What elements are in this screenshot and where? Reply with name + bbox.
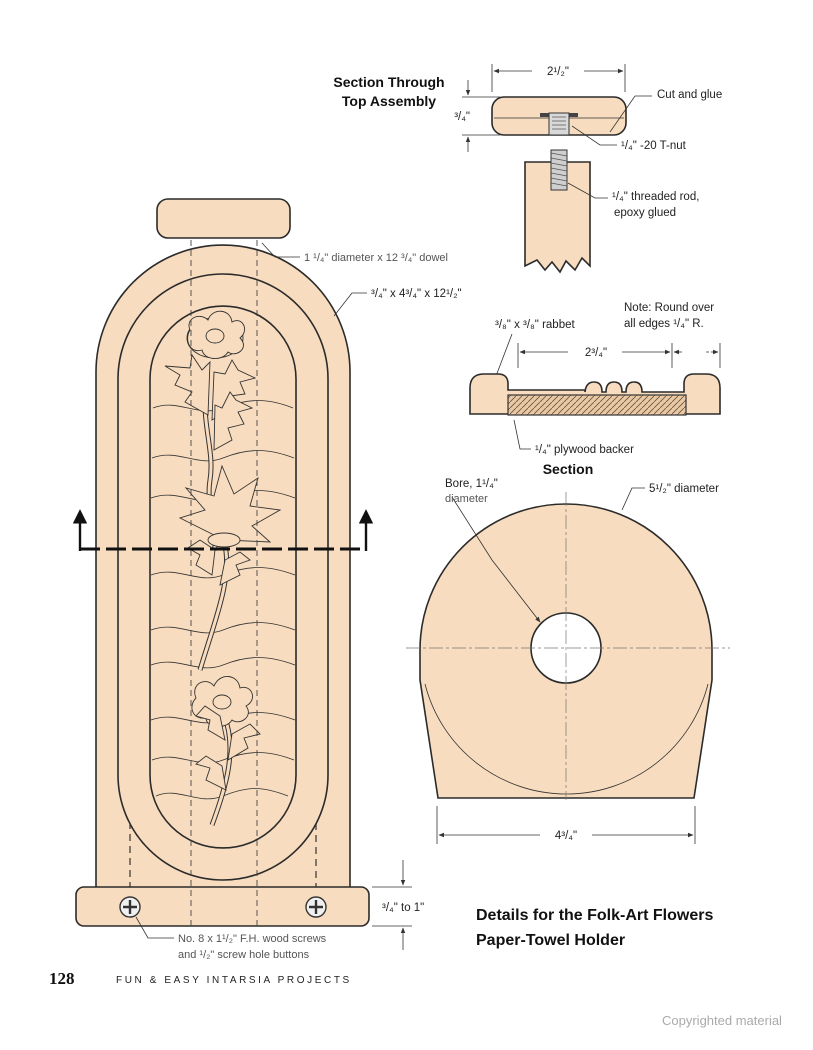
front-top-cap bbox=[156, 198, 291, 239]
side-circle-hidden-arc bbox=[424, 683, 709, 795]
threaded-rod-label-line1: ¹/₄" threaded rod, bbox=[612, 191, 699, 203]
dowel-stub bbox=[524, 161, 591, 274]
running-title: FUN & EASY INTARSIA PROJECTS bbox=[116, 975, 352, 986]
top-width-dim: 2¹/₂" bbox=[547, 66, 569, 78]
page-number: 128 bbox=[49, 969, 75, 988]
screw-button-right bbox=[305, 896, 327, 918]
leaf-6 bbox=[195, 705, 226, 741]
plywood-backer bbox=[507, 394, 687, 416]
caption-line1: Details for the Folk-Art Flowers bbox=[476, 907, 713, 924]
section-width-dim: 2³/₄" bbox=[585, 347, 607, 359]
cut-glue-label: Cut and glue bbox=[657, 89, 722, 101]
section-title: Section bbox=[543, 461, 594, 477]
threaded-rod-label-line2: epoxy glued bbox=[614, 207, 676, 219]
note-line1: Note: Round over bbox=[624, 302, 714, 314]
leaf-7 bbox=[227, 723, 261, 761]
copyright-watermark: Copyrighted material bbox=[662, 1013, 782, 1028]
top-assembly-title-line2: Top Assembly bbox=[342, 93, 436, 109]
board-size-label: ³/₄" x 4³/₄" x 12¹/₂" bbox=[371, 288, 462, 300]
top-rose bbox=[186, 310, 245, 359]
bore-label-line2: diameter bbox=[445, 493, 488, 505]
backer-label: ¹/₄" plywood backer bbox=[535, 444, 634, 456]
leaf-3 bbox=[213, 391, 254, 451]
leaf-8 bbox=[195, 755, 227, 791]
leaf-1 bbox=[164, 353, 211, 416]
middle-daisy bbox=[178, 464, 282, 548]
section-view: Note: Round over all edges ¹/₄" R. ³/₈" … bbox=[469, 302, 721, 477]
front-view: 1 ¹/₄" diameter x 12 ³/₄" dowel ³/₄" x 4… bbox=[72, 198, 462, 961]
threaded-rod bbox=[550, 149, 568, 191]
folk-art-flower-motif bbox=[164, 310, 282, 826]
base-height-dim: ³/₄" to 1" bbox=[382, 902, 424, 914]
top-height-dim: ³/₄" bbox=[454, 111, 470, 123]
tnut-label: ¹/₄" -20 T-nut bbox=[621, 140, 687, 152]
screw-button-left bbox=[119, 896, 141, 918]
bore-label-line1: Bore, 1¹/₄" bbox=[445, 478, 498, 490]
note-line2: all edges ¹/₄" R. bbox=[624, 318, 704, 330]
caption-line2: Paper-Towel Holder bbox=[476, 932, 625, 949]
top-assembly-section: Section Through Top Assembly 2¹/₂" ³/₄" … bbox=[333, 64, 722, 274]
side-width-dim: 4³/₄" bbox=[555, 830, 577, 842]
front-base bbox=[75, 886, 370, 927]
screws-label-line2: and ¹/₂" screw hole buttons bbox=[178, 949, 310, 961]
top-assembly-title-line1: Section Through bbox=[333, 74, 444, 90]
rabbet-label: ³/₈" x ³/₈" rabbet bbox=[495, 319, 575, 331]
side-view: Bore, 1¹/₄" diameter 5¹/₂" diameter 4³/₄… bbox=[406, 478, 730, 844]
leaf-5 bbox=[219, 551, 251, 586]
screws-label-line1: No. 8 x 1¹/₂" F.H. wood screws bbox=[178, 933, 327, 945]
diameter-label: 5¹/₂" diameter bbox=[649, 483, 719, 495]
dowel-label: 1 ¹/₄" diameter x 12 ³/₄" dowel bbox=[304, 252, 448, 264]
